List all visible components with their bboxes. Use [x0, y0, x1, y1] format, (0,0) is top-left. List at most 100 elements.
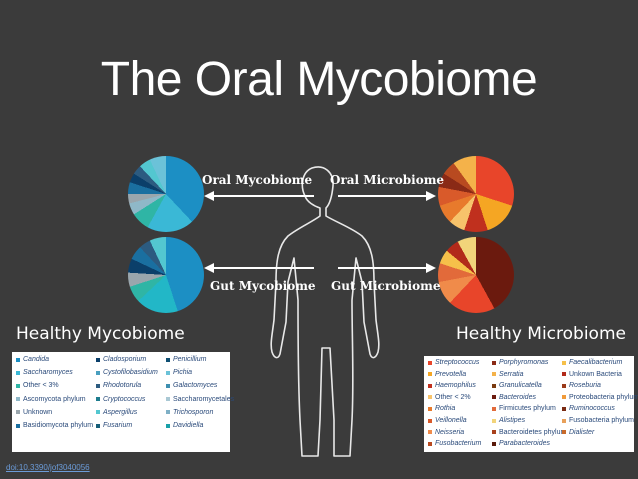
- legend-item: Other < 3%: [16, 382, 59, 389]
- legend-swatch: [562, 430, 566, 435]
- legend-label: Other < 3%: [23, 382, 59, 390]
- legend-item: Saccharomycetales: [166, 396, 234, 403]
- legend-swatch: [96, 397, 100, 402]
- legend-item: Parabacteroides: [492, 440, 550, 447]
- legend-swatch: [492, 395, 496, 400]
- legend-item: Rothia: [428, 405, 455, 412]
- legend-item: Haemophilus: [428, 382, 476, 389]
- legend-label: Rothia: [435, 405, 456, 413]
- legend-item: Alistipes: [492, 417, 525, 424]
- legend-swatch: [166, 397, 170, 402]
- legend-item: Serratia: [492, 371, 524, 378]
- legend-item: Unknown: [16, 409, 52, 416]
- gut-microbiome-label: Gut Microbiome: [331, 279, 441, 293]
- legend-swatch: [96, 410, 100, 415]
- legend-swatch: [16, 383, 20, 388]
- legend-item: Candida: [16, 356, 49, 363]
- legend-label: Saccharomycetales: [173, 395, 235, 403]
- legend-swatch: [562, 360, 566, 365]
- legend-item: Porphyromonas: [492, 359, 548, 366]
- legend-label: Neisseria: [435, 428, 465, 436]
- legend-item: Fusobacteria phylum: [562, 417, 634, 424]
- legend-swatch: [492, 406, 496, 411]
- legend-swatch: [16, 370, 20, 375]
- legend-label: Granulicatella: [499, 382, 542, 390]
- legend-item: Firmicutes phylum: [492, 405, 556, 412]
- legend-swatch: [166, 370, 170, 375]
- legend-label: Cystofilobasidium: [103, 369, 158, 377]
- legend-swatch: [492, 360, 496, 365]
- legend-swatch: [428, 395, 432, 400]
- legend-label: Rhodotorula: [103, 382, 142, 390]
- legend-item: Cladosporium: [96, 356, 146, 363]
- legend-label: Galactomyces: [173, 382, 218, 390]
- legend-item: Davidiella: [166, 422, 203, 429]
- legend-swatch: [428, 430, 432, 435]
- legend-swatch: [166, 423, 170, 428]
- legend-swatch: [16, 397, 20, 402]
- legend-item: Trichosporon: [166, 409, 213, 416]
- legend-item: Bacteroides: [492, 394, 536, 401]
- legend-item: Other < 2%: [428, 394, 471, 401]
- legend-item: Streptococcus: [428, 359, 479, 366]
- legend-item: Ascomycota phylum: [16, 396, 86, 403]
- legend-label: Candida: [23, 356, 50, 363]
- legend-swatch: [96, 357, 100, 362]
- legend-item: Unkown Bacteria: [562, 371, 622, 378]
- legend-label: Faecalibacterium: [569, 359, 623, 366]
- legend-label: Haemophilus: [435, 382, 476, 390]
- legend-swatch: [96, 370, 100, 375]
- legend-label: Serratia: [499, 370, 524, 378]
- legend-label: Streptococcus: [435, 359, 480, 366]
- legend-swatch: [562, 418, 566, 423]
- legend-item: Proteobacteria phylum: [562, 394, 638, 401]
- legend-swatch: [166, 383, 170, 388]
- oral-microbiome-label: Oral Microbiome: [330, 173, 445, 187]
- legend-swatch: [96, 423, 100, 428]
- legend-swatch: [492, 383, 496, 388]
- legend-label: Other < 2%: [435, 393, 471, 401]
- legend-swatch: [492, 441, 496, 446]
- doi-link[interactable]: doi:10.3390/jof3040056: [6, 463, 90, 472]
- legend-swatch: [562, 406, 566, 411]
- legend-label: Cryptococcus: [103, 395, 146, 403]
- legend-swatch: [428, 418, 432, 423]
- oral-microbiome-pie: [438, 156, 514, 232]
- legend-swatch: [166, 410, 170, 415]
- legend-label: Dialister: [569, 428, 595, 436]
- legend-item: Rhodotorula: [96, 382, 141, 389]
- legend-item: Granulicatella: [492, 382, 542, 389]
- legend-item: Pichia: [166, 369, 192, 376]
- legend-label: Penicillium: [173, 356, 207, 363]
- legend-item: Faecalibacterium: [562, 359, 622, 366]
- legend-item: Veillonella: [428, 417, 467, 424]
- legend-label: Alistipes: [499, 417, 526, 424]
- oral-mycobiome-pie: [128, 156, 204, 232]
- legend-label: Proteobacteria phylum: [569, 393, 638, 401]
- legend-swatch: [492, 430, 496, 435]
- legend-label: Unknown: [23, 408, 53, 416]
- legend-label: Ascomycota phylum: [23, 395, 86, 403]
- legend-label: Unkown Bacteria: [569, 370, 622, 378]
- legend-label: Porphyromonas: [499, 359, 549, 366]
- legend-label: Davidiella: [173, 422, 204, 429]
- legend-swatch: [492, 372, 496, 377]
- legend-swatch: [428, 441, 432, 446]
- legend-item: Basidiomycota phylum: [16, 422, 93, 429]
- legend-swatch: [428, 406, 432, 411]
- legend-swatch: [166, 357, 170, 362]
- legend-swatch: [428, 372, 432, 377]
- legend-label: Ruminococcus: [569, 405, 615, 413]
- legend-label: Fusarium: [103, 422, 133, 429]
- healthy-mycobiome-heading: Healthy Mycobiome: [16, 324, 185, 344]
- legend-label: Parabacteroides: [499, 440, 550, 448]
- gut-mycobiome-pie: [128, 237, 204, 313]
- legend-item: Roseburia: [562, 382, 601, 389]
- legend-item: Fusobacterium: [428, 440, 481, 447]
- oral-mycobiome-label: Oral Mycobiome: [202, 173, 313, 187]
- legend-swatch: [562, 395, 566, 400]
